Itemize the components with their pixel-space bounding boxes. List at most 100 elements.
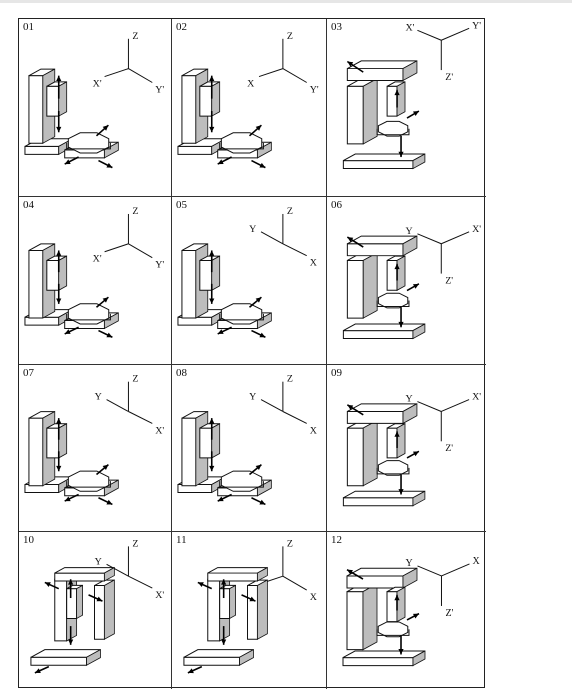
z-arrow-down-head <box>221 639 227 645</box>
cross-beam-front <box>346 243 404 257</box>
base-right-side <box>104 312 119 330</box>
z-arrow-down-head <box>56 126 62 133</box>
spindle-head-front <box>46 427 60 459</box>
x-arrow-head <box>64 159 71 165</box>
x-arrow-head <box>64 496 71 502</box>
z-arrow-head <box>394 263 400 270</box>
bridge-column-side <box>362 419 378 487</box>
base-top <box>342 650 426 659</box>
base-left-front <box>24 145 60 155</box>
table-arrow-head <box>102 464 109 471</box>
gantry-beam-side <box>104 566 115 582</box>
spindle-head-front <box>199 259 213 291</box>
axis-line <box>282 68 307 83</box>
figure-cell: 11ZYX <box>172 532 327 689</box>
cross-beam-front <box>346 410 404 424</box>
y-arrow-head <box>106 332 113 338</box>
spindle-head-side <box>211 423 221 459</box>
base-right-side <box>104 141 119 159</box>
x-arrow-head <box>44 582 51 587</box>
gantry-beam-side <box>257 566 268 582</box>
axis-label: Y <box>95 392 102 403</box>
axis-label: X' <box>472 224 481 235</box>
base-front <box>342 330 414 340</box>
axis-label: Z <box>287 374 293 385</box>
base-right-side <box>257 312 272 330</box>
y-arrow-head <box>249 596 256 602</box>
spindle-side <box>76 584 83 620</box>
spindle-head-front <box>199 85 213 117</box>
axis-label: X' <box>472 392 481 403</box>
axis-label: Y <box>405 558 412 569</box>
figure-number: 03 <box>331 21 342 33</box>
bridge-column-front <box>346 259 364 319</box>
figure-drawing: YZX' <box>30 538 165 674</box>
machine-illustration <box>24 68 119 169</box>
axis-line <box>441 27 470 41</box>
ram-side <box>396 81 406 117</box>
cross-beam-side <box>402 567 418 589</box>
rotary-table-rim <box>376 128 410 136</box>
axis-label: Z <box>287 206 293 217</box>
axis-label: Y <box>405 226 412 237</box>
column-front <box>28 417 44 487</box>
table-arrow-head <box>255 297 262 303</box>
figure-drawing: YZX' <box>24 374 164 506</box>
figure-drawing: Y X' Z' <box>342 224 481 340</box>
axis-label: Y' <box>310 84 319 95</box>
z-arrow-head <box>68 579 74 585</box>
figure-number: 07 <box>23 367 34 379</box>
table-side <box>239 648 254 666</box>
rotary-table-top <box>67 303 110 325</box>
axis-line <box>282 575 307 591</box>
axis-label: Z' <box>445 276 453 287</box>
ram-side <box>396 255 406 291</box>
axis-line <box>104 68 129 78</box>
bridge-column-side <box>362 252 378 319</box>
cross-beam-side <box>402 235 418 257</box>
axis-triad: YZX' <box>95 538 165 601</box>
machine-illustration <box>183 566 268 674</box>
table-front <box>30 656 88 666</box>
table-arrow-head <box>255 464 262 471</box>
y-arrow-head <box>96 596 103 602</box>
figure-number: 09 <box>331 367 342 379</box>
axis-line <box>417 401 442 412</box>
machine-illustration <box>177 243 272 338</box>
spindle-head-side <box>211 81 221 117</box>
figure-drawing: ZYX <box>183 538 317 674</box>
axis-line <box>128 411 153 424</box>
axis-label: X' <box>93 78 102 89</box>
figure-drawing: X'Y'Z' <box>342 20 481 170</box>
y-arrow-head <box>413 613 419 619</box>
y-arrow-head <box>412 451 419 457</box>
bridge-column-front <box>346 85 364 145</box>
rotary-table-top <box>67 132 110 154</box>
axis-label: Z' <box>445 608 453 619</box>
axis-label: Z <box>132 374 138 385</box>
y-arrow-head <box>259 332 266 338</box>
spindle-head-side <box>58 255 68 291</box>
y-arrow-head <box>106 162 113 168</box>
base-top <box>343 323 426 332</box>
figure-number: 12 <box>331 534 342 546</box>
spindle-head-side <box>58 81 68 117</box>
axis-triad: ZX'Y' <box>93 31 165 96</box>
axis-label: Y <box>249 392 256 403</box>
rotary-table-rim <box>66 481 111 488</box>
axis-label: X <box>472 556 480 567</box>
table-side <box>86 648 101 666</box>
axis-label: Z' <box>445 72 453 83</box>
figure-number: 11 <box>176 534 187 546</box>
figure-drawing: Y X Z' <box>342 556 480 667</box>
ram-side <box>396 586 406 623</box>
z-arrow-down-head <box>209 126 215 133</box>
base-top <box>343 153 426 162</box>
